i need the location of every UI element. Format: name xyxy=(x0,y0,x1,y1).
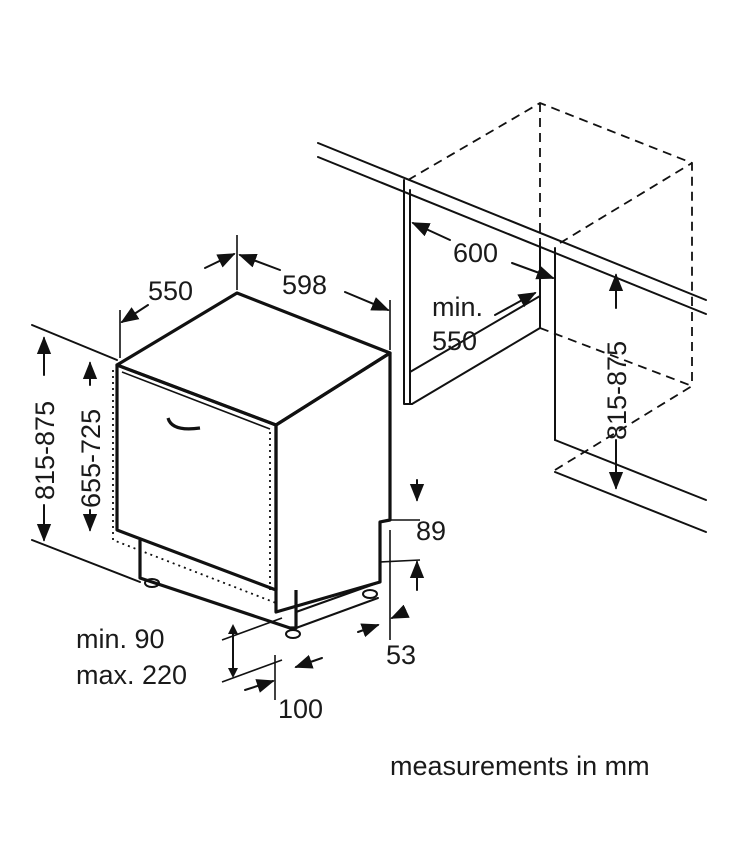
cabinet-niche xyxy=(31,102,707,583)
dimension-lines xyxy=(36,222,624,700)
plinth-height-label-line2: max. 220 xyxy=(76,660,187,690)
niche-width-label: 600 xyxy=(453,238,498,268)
niche-depth-label-line1: min. xyxy=(432,292,483,322)
plinth-offset-label: 53 xyxy=(386,640,416,670)
niche-height-label: 815-875 xyxy=(602,341,632,440)
plinth-height-label-line1: min. 90 xyxy=(76,624,165,654)
width-label: 598 xyxy=(282,270,327,300)
units-caption: measurements in mm xyxy=(390,751,650,781)
door-height-label: 655-725 xyxy=(76,409,106,508)
depth-label: 550 xyxy=(148,276,193,306)
outer-height-label: 815-875 xyxy=(30,401,60,500)
dishwasher-body xyxy=(112,291,392,639)
plinth-top-label: 89 xyxy=(416,516,446,546)
niche-depth-label-line2: 550 xyxy=(432,326,477,356)
plinth-depth-label: 100 xyxy=(278,694,323,724)
